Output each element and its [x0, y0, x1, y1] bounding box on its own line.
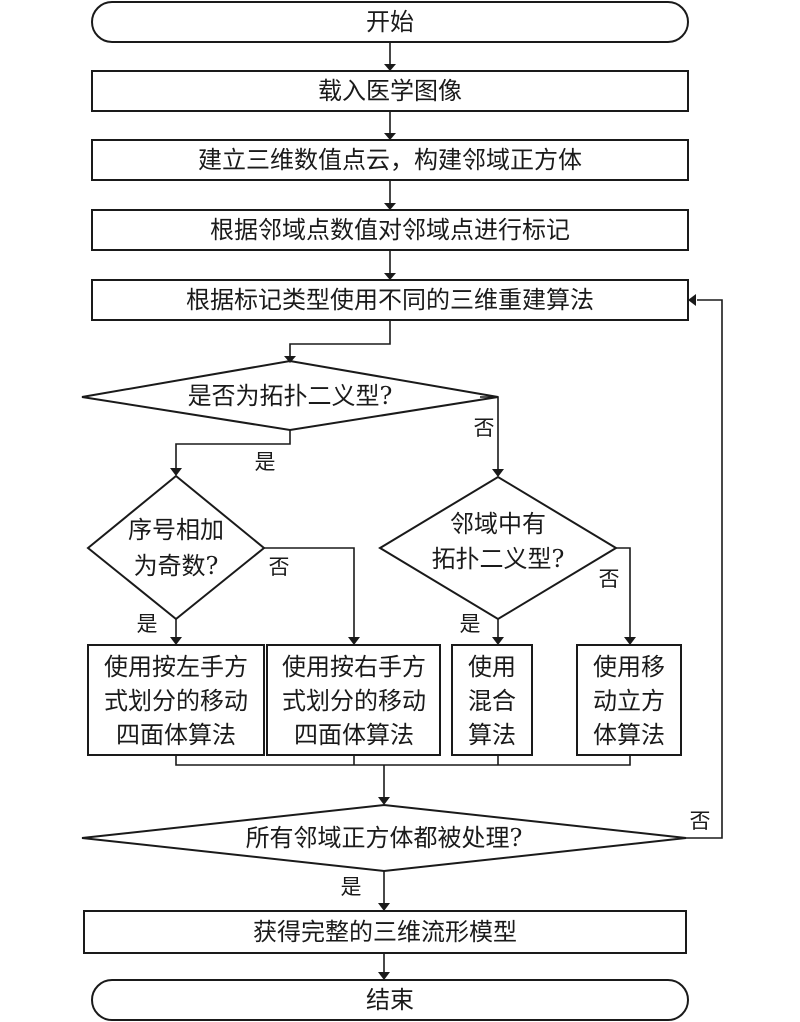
mixed-box [451, 644, 533, 756]
load-box [91, 70, 689, 112]
mc-box [576, 644, 682, 756]
mark-box [91, 209, 689, 251]
all-yes-label: 是 [341, 875, 362, 899]
odd-no-label: 否 [269, 555, 290, 579]
mixed-line1: 使用 [468, 653, 516, 681]
left-tet-line1: 使用按左手方 [104, 653, 248, 681]
odd-decision-line2: 为奇数? [134, 552, 219, 580]
odd-decision-line1: 序号相加 [128, 516, 224, 544]
all-processed-label: 所有邻域正方体都被处理? [246, 824, 523, 852]
topo-decision-label: 是否为拓扑二义型? [188, 382, 393, 410]
mark-label: 根据邻域点数值对邻域点进行标记 [210, 216, 570, 244]
end-terminal [91, 979, 689, 1021]
neighbor-no-label: 否 [599, 567, 620, 591]
odd-yes-label: 是 [137, 612, 158, 636]
mc-line2: 动立方 [593, 687, 665, 715]
all-no-label: 否 [690, 809, 711, 833]
build-cloud-label: 建立三维数值点云，构建邻域正方体 [198, 146, 582, 174]
neighbor-yes-label: 是 [460, 612, 481, 636]
connectors [175, 42, 723, 973]
neighbor-decision-line2: 拓扑二义型? [432, 545, 565, 573]
left-tet-line3: 四面体算法 [116, 721, 236, 749]
mc-line1: 使用移 [593, 653, 665, 681]
start-label: 开始 [366, 8, 414, 36]
end-label: 结束 [366, 986, 414, 1014]
mc-line3: 体算法 [593, 721, 665, 749]
odd-decision [86, 474, 266, 621]
result-label: 获得完整的三维流形模型 [253, 918, 517, 946]
topo-yes-label: 是 [255, 450, 276, 474]
mixed-line3: 算法 [468, 721, 516, 749]
load-label: 载入医学图像 [318, 77, 462, 105]
neighbor-decision-line1: 邻域中有 [450, 510, 546, 538]
result-box [83, 910, 687, 954]
right-tet-line2: 式划分的移动 [282, 687, 426, 715]
mixed-line2: 混合 [468, 687, 516, 715]
left-tet-line2: 式划分的移动 [104, 687, 248, 715]
arrowheads [170, 64, 696, 980]
select-algo-label: 根据标记类型使用不同的三维重建算法 [186, 286, 594, 314]
topo-no-label: 否 [474, 416, 495, 440]
right-tet-line3: 四面体算法 [294, 721, 414, 749]
right-tet-line1: 使用按右手方 [282, 653, 426, 681]
